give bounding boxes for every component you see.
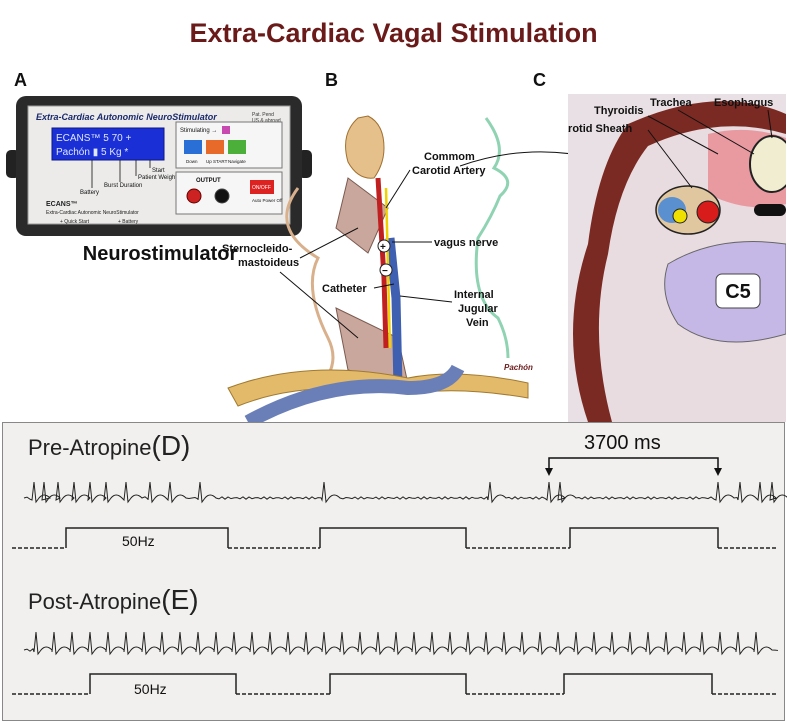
lcd-label-weight: Patient Weight [138,175,177,181]
label-ijv-1: Internal [454,289,494,301]
stimulating-label: Stimulating → [180,128,217,134]
electrode-minus [379,263,393,277]
lcd-label-battery: Battery [80,190,99,196]
stim-trace-pre-atropine [12,527,776,549]
label-ijv-2: Jugular [458,303,498,315]
electrode-plus-label: + [380,242,386,253]
esophagus-leader [767,109,773,139]
label-esophagus: Esophagus [714,97,773,109]
device-lcd-screen [51,127,165,161]
label-scm-1: Sternocleido- [222,243,293,255]
esophagus [754,204,786,216]
ear [345,115,385,179]
electrode-plus [377,239,391,253]
sternocleidomastoid-upper [335,177,389,254]
down-button-label: Down [186,159,198,164]
scm-leader-1 [299,227,359,259]
panel-letter-e: (E) [161,584,199,615]
auto-power-label: Auto Power Off [252,198,283,203]
main-title: Extra-Cardiac Vagal Stimulation [189,18,598,48]
post-atropine-title: Post-Atropine [28,589,162,614]
trachea-leader [677,109,755,155]
ecg-traces: 50Hz 50Hz [12,457,787,697]
navigate-button-label: Navigate [228,159,246,164]
stim-label-post-atropine: 50Hz [134,681,167,697]
label-trachea: Trachea [650,97,692,109]
device-brand-sub: Extra-Cardiac Autonomic NeuroStimulator [46,210,139,216]
panel-letter-b: B [325,70,338,90]
label-catheter: Catheter [322,283,367,295]
panel-letter-a: A [14,70,27,90]
jugular-vein [385,237,403,389]
interval-bracket [548,457,719,470]
stim-trace-post-atropine [12,673,776,695]
neck-cross-section: C5 Trachea Esophagus Thyroidis Carotid S… [568,94,786,422]
scm-leader-2 [279,271,359,339]
stimulating-indicator [222,126,230,134]
device-patent-line2: US & abroad [252,118,281,124]
device-footer-left: + Quick Start [60,219,90,225]
device-brand: ECANS™ [46,201,78,208]
neurostimulator-device: Extra-Cardiac Autonomic NeuroStimulator … [6,96,312,265]
ecg-panel [2,422,785,721]
ecg-trace-post-atropine [23,631,779,656]
pre-atropine-heading: Pre-Atropine(D) [28,430,190,462]
interval-arrow-left [545,468,553,476]
stim-label-pre-atropine: 50Hz [122,533,155,549]
great-vessel [244,364,465,422]
ijv-leader [399,295,453,303]
device-footer-right: + Battery [118,219,139,225]
catheter-leader [373,283,395,289]
vertebra-label-box [715,273,761,309]
up-start-button[interactable] [206,140,224,154]
face-outline [474,117,510,359]
neurostimulator-caption: Neurostimulator [83,243,238,265]
lcd-line1: ECANS™ 5 70 + [56,133,131,144]
onoff-label: ON/OFF [252,185,271,191]
output-label: OUTPUT [196,178,221,184]
ecg-trace-pre-atropine [23,481,787,504]
interval-label: 3700 ms [584,432,661,454]
label-carotid-1: Commom [424,151,475,163]
vertebra-label: C5 [725,281,751,303]
onoff-button[interactable] [250,180,274,194]
sheath-carotid [696,200,720,224]
lcd-leader-lines [91,160,151,188]
post-atropine-heading: Post-Atropine(E) [28,584,199,616]
signature: Pachón [504,363,533,372]
lcd-line2: Pachón ▮ 5 Kg * [56,147,128,158]
device-top-label: Extra-Cardiac Autonomic NeuroStimulator [36,112,217,122]
label-scm-2: mastoideus [238,257,299,269]
panel-letter-d: (D) [151,430,191,461]
neck-anatomy-illustration: + − Commom Carotid Artery Sternocleido- … [222,115,570,422]
navigate-button[interactable] [228,140,246,154]
down-button[interactable] [184,140,202,154]
lcd-label-burst: Burst Duration [104,183,142,189]
lcd-label-start: Start [152,168,165,174]
up-button-label: Up START [206,159,228,164]
pre-atropine-title: Pre-Atropine [28,435,152,460]
panel-letter-c: C [533,70,546,90]
label-carotid-2: Carotid Artery [412,165,486,177]
output-jack-red [186,188,202,204]
electrode-minus-label: − [382,266,388,277]
label-thyroidis: Thyroidis [594,105,644,117]
thyroidis-leader [647,115,719,155]
output-jack-black [214,188,230,204]
label-ijv-3: Vein [466,317,489,329]
label-carotid-sheath: Carotid Sheath [568,123,633,135]
interval-arrow-right [714,468,722,476]
carotid-leader [385,169,411,209]
carotid-artery [375,177,389,349]
trachea [749,135,786,193]
label-vagus: vagus nerve [434,237,498,249]
sheath-vagus [672,208,688,224]
device-patent-line1: Pat. Pend [252,112,274,118]
carotid-sheath-leader [647,129,693,189]
